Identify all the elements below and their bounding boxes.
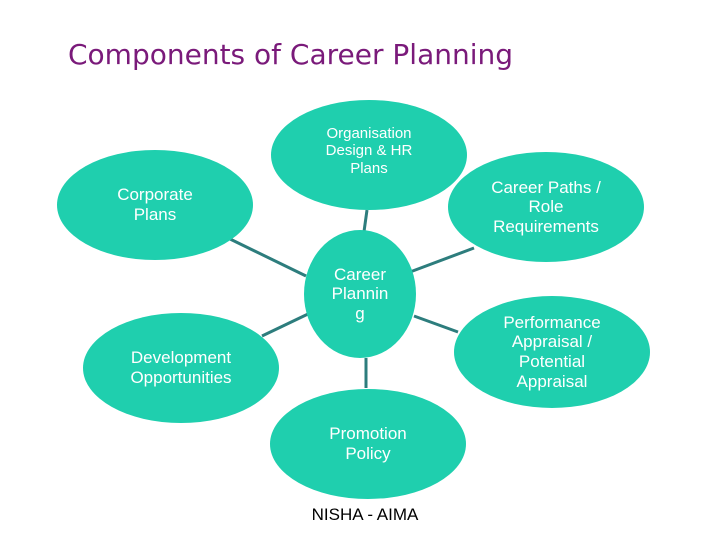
connector-performance xyxy=(413,314,459,334)
node-development xyxy=(83,313,279,423)
footer-credit: NISHA - AIMA xyxy=(311,505,419,524)
node-label-performance: Performance Appraisal / Potential Apprai… xyxy=(503,312,601,391)
connectors xyxy=(227,209,475,388)
node-career-paths xyxy=(448,152,644,262)
node-label-career-paths: Career Paths / Role Requirements xyxy=(491,177,601,236)
connector-career-paths xyxy=(409,246,475,274)
node-label-center: Career Plannin g xyxy=(331,264,389,323)
node-label-corporate-plans: Corporate Plans xyxy=(117,185,193,224)
node-corporate-plans xyxy=(57,150,253,260)
node-label-org-design: Organisation Design & HR Plans xyxy=(325,125,413,177)
slide-title: Components of Career Planning xyxy=(68,38,514,71)
connector-development xyxy=(261,312,309,338)
nodes xyxy=(57,100,650,499)
node-org-design xyxy=(271,100,467,210)
node-label-promotion: Promotion Policy xyxy=(329,424,407,463)
connector-corporate-plans xyxy=(227,236,307,278)
node-label-development: Development Opportunities xyxy=(130,348,232,387)
node-performance xyxy=(454,296,650,408)
node-center xyxy=(304,230,416,358)
node-promotion xyxy=(270,389,466,499)
